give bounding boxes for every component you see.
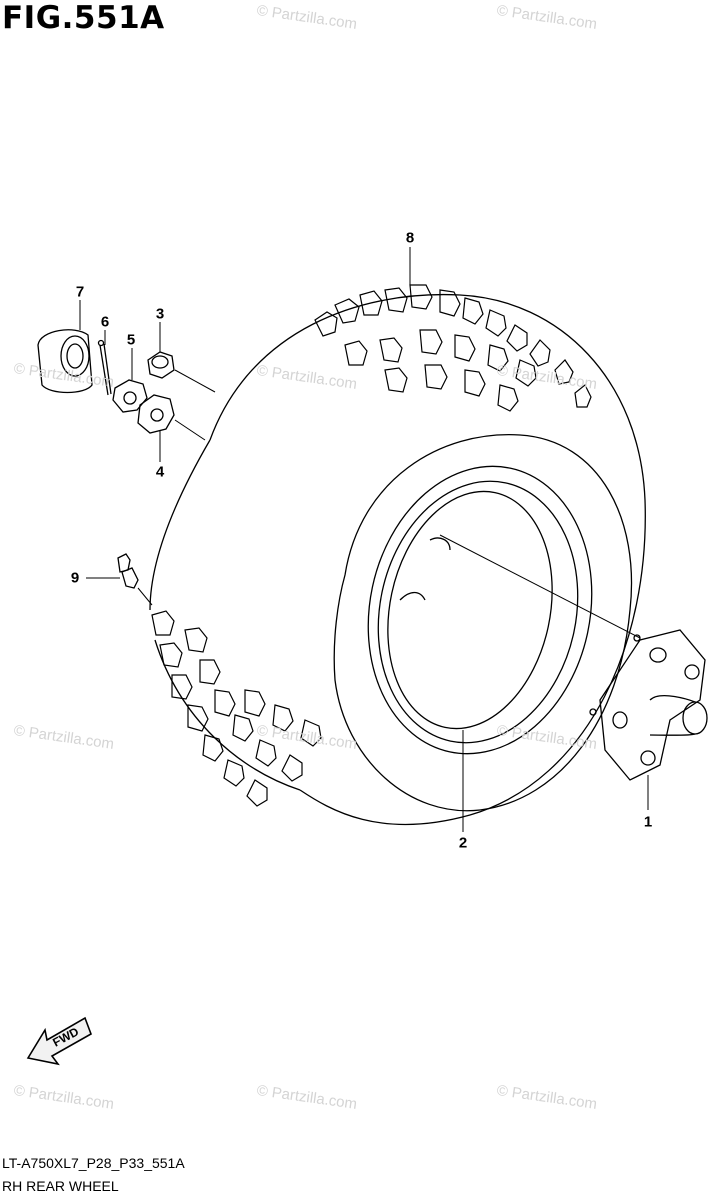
figure-title: FIG.551A — [2, 0, 165, 36]
leader-lines — [79, 247, 649, 832]
callout-3: 3 — [155, 305, 165, 323]
callout-1: 1 — [643, 813, 653, 831]
castle-nut — [112, 379, 148, 413]
lock-washer — [137, 394, 175, 434]
tire-valve — [117, 553, 139, 589]
tire-sidewall — [333, 434, 633, 812]
fwd-arrow-icon — [26, 1016, 92, 1066]
callout-7: 7 — [75, 283, 85, 301]
callout-8: 8 — [405, 229, 415, 247]
figure-name: RH REAR WHEEL — [2, 1178, 119, 1194]
tread-top — [314, 284, 592, 412]
callout-2: 2 — [458, 834, 468, 852]
axle-nut — [147, 351, 175, 379]
wheel-rim — [367, 465, 593, 755]
wheel-hub — [589, 629, 708, 781]
tread-bottom — [151, 610, 322, 807]
callout-9: 9 — [70, 569, 80, 587]
figure-code: LT-A750XL7_P28_P33_551A — [2, 1155, 185, 1171]
cotter-pin — [97, 339, 112, 396]
callout-5: 5 — [126, 331, 136, 349]
callout-6: 6 — [100, 313, 110, 331]
hub-cap — [37, 329, 93, 394]
callout-4: 4 — [155, 463, 165, 481]
